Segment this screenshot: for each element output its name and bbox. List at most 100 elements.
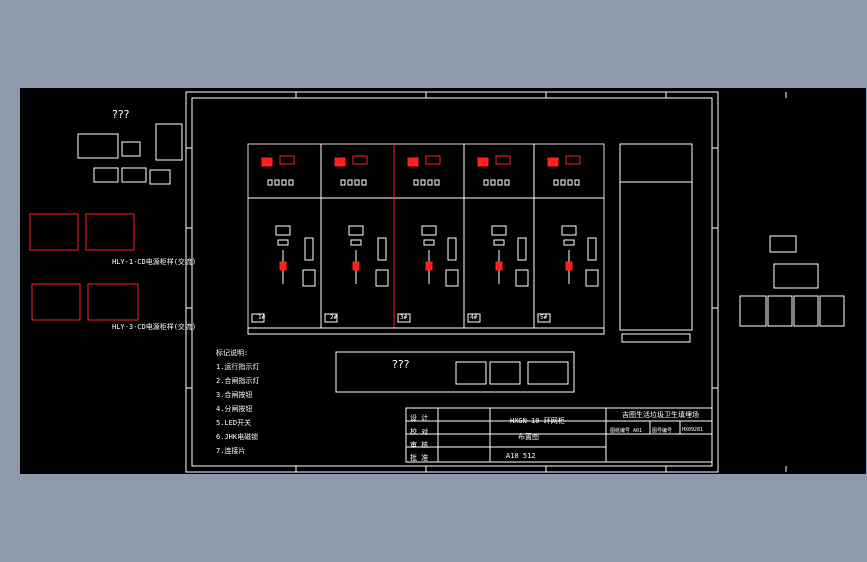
panel-label: 5# xyxy=(540,314,548,321)
cabinet-1-drawing xyxy=(85,213,135,251)
detail-thumbnail xyxy=(739,295,767,327)
nameplate-box xyxy=(335,351,575,393)
switch-mark xyxy=(279,261,287,271)
legend-item: 5.LED开关 xyxy=(216,419,252,427)
switch-mark xyxy=(565,261,573,271)
meter-window xyxy=(348,225,364,236)
field-1: 图纸编号 A01 xyxy=(610,428,643,434)
thumbnail xyxy=(121,141,141,157)
legend-item: 7.连接片 xyxy=(216,447,246,455)
thumbnail xyxy=(77,133,119,159)
thumbnail xyxy=(149,169,171,185)
switchgear-front xyxy=(247,143,605,329)
label-plate xyxy=(563,239,575,246)
meter-window xyxy=(491,225,507,236)
panel-tag xyxy=(251,313,265,323)
push-button xyxy=(483,179,489,186)
push-button xyxy=(347,179,353,186)
push-button xyxy=(490,179,496,186)
legend-item: 6.JHK电磁锁 xyxy=(216,433,259,441)
push-button xyxy=(427,179,433,186)
handle-slot xyxy=(377,237,387,261)
interlock xyxy=(515,269,529,287)
push-button xyxy=(340,179,346,186)
thumbnail xyxy=(93,167,119,183)
handle-slot xyxy=(304,237,314,261)
drawing-name: 布置图 xyxy=(518,433,539,441)
legend-item: 1.运行指示灯 xyxy=(216,363,260,371)
drawing-number: A10 512 xyxy=(506,452,536,460)
legend-item: 2.合闸指示灯 xyxy=(216,377,260,385)
push-button xyxy=(574,179,580,186)
push-button xyxy=(560,179,566,186)
legend-title: 标记说明: xyxy=(216,349,249,357)
title-row-design: 设 计 xyxy=(410,414,429,422)
company-name: 吉图生活垃圾卫生填埋场 xyxy=(622,411,699,419)
title-block xyxy=(405,407,713,463)
thumbnail xyxy=(121,167,147,183)
indicator-lamp xyxy=(352,155,368,165)
detail-thumbnail xyxy=(769,235,797,253)
cabinet-1-drawing xyxy=(29,213,79,251)
indicator-lamp xyxy=(407,157,419,167)
product-name: HXGN-10 环网柜 xyxy=(510,417,565,425)
cad-drawing xyxy=(29,91,845,473)
push-button xyxy=(361,179,367,186)
interlock xyxy=(585,269,599,287)
panel-tag xyxy=(467,313,481,323)
panel-label: 3# xyxy=(400,314,408,321)
detail-thumbnail xyxy=(773,263,819,289)
label-plate xyxy=(493,239,505,246)
panel-label: 1# xyxy=(258,314,266,321)
panel-tag xyxy=(324,313,338,323)
side-base xyxy=(621,333,691,343)
handle-slot xyxy=(587,237,597,261)
nameplate-thumb xyxy=(489,361,521,385)
title-row-check: 校 对 xyxy=(410,428,429,436)
push-button xyxy=(267,179,273,186)
panel-label: 4# xyxy=(470,314,478,321)
interlock xyxy=(375,269,389,287)
title-row-review: 审 核 xyxy=(410,441,429,449)
indicator-lamp xyxy=(334,157,346,167)
indicator-lamp xyxy=(425,155,441,165)
thumbnail-group-label: ??? xyxy=(112,108,130,121)
cabinet-2-drawing xyxy=(87,283,139,321)
meter-window xyxy=(275,225,291,236)
push-button xyxy=(413,179,419,186)
bottom-box-label: ??? xyxy=(392,358,410,371)
push-button xyxy=(553,179,559,186)
switch-mark xyxy=(352,261,360,271)
label-plate xyxy=(277,239,289,246)
indicator-lamp xyxy=(279,155,295,165)
meter-window xyxy=(421,225,437,236)
indicator-lamp xyxy=(261,157,273,167)
sheet-inner-border xyxy=(191,97,713,467)
panel-tag xyxy=(397,313,411,323)
meter-window xyxy=(561,225,577,236)
indicator-lamp xyxy=(547,157,559,167)
detail-thumbnail xyxy=(767,295,793,327)
legend-item: 3.合闸按钮 xyxy=(216,391,253,399)
push-button xyxy=(434,179,440,186)
legend-item: 4.分闸按钮 xyxy=(216,405,253,413)
field-2: 图号编号 xyxy=(652,428,673,434)
sheet-outer-border xyxy=(185,91,719,473)
switch-mark xyxy=(495,261,503,271)
title-row-approve: 批 准 xyxy=(410,454,429,462)
push-button xyxy=(504,179,510,186)
handle-slot xyxy=(447,237,457,261)
label-plate xyxy=(350,239,362,246)
switch-mark xyxy=(425,261,433,271)
label-plate xyxy=(423,239,435,246)
panel-label: 2# xyxy=(330,314,338,321)
push-button xyxy=(497,179,503,186)
cabinet-2-label: HLY-3-CD电源柜样(交流) xyxy=(112,323,197,331)
push-button xyxy=(420,179,426,186)
side-elevation xyxy=(619,143,693,331)
indicator-lamp xyxy=(477,157,489,167)
cabinet-2-drawing xyxy=(31,283,81,321)
detail-thumbnail xyxy=(819,295,845,327)
thumbnail xyxy=(155,123,183,161)
cad-viewport[interactable]: ??? HLY-1-CD电源柜样(交流) HLY-3-CD电源柜样(交流) 标记… xyxy=(20,88,866,474)
